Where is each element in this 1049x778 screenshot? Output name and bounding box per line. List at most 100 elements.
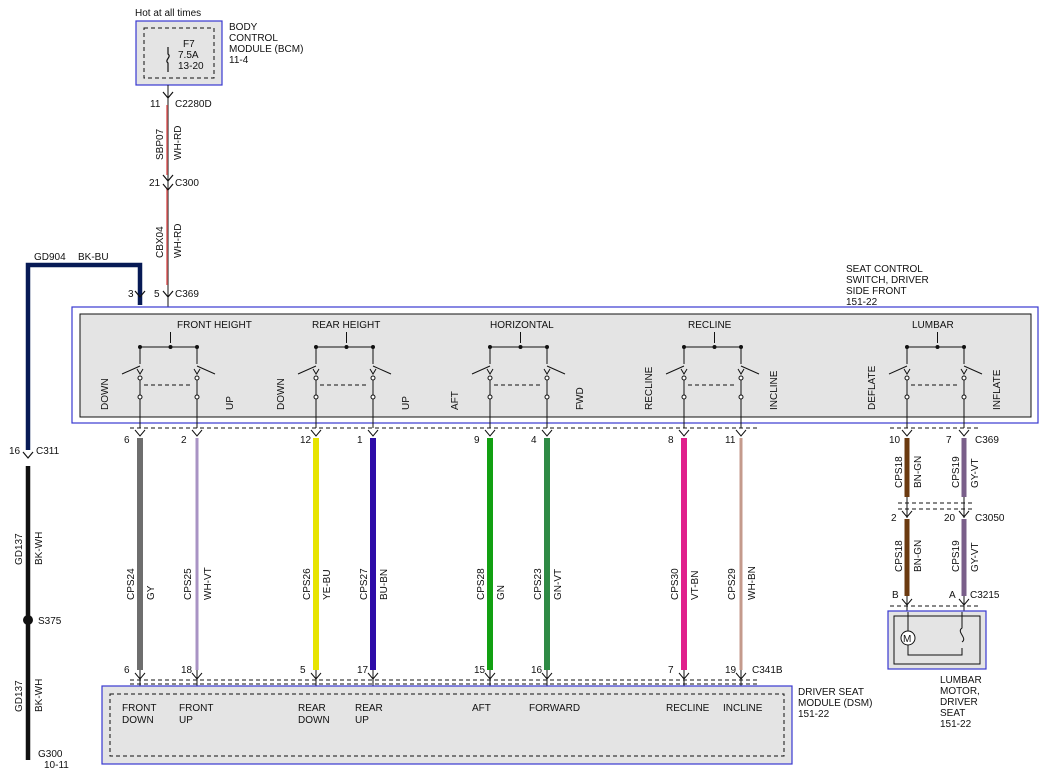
pin-bottom: 7 — [668, 665, 674, 676]
dsm-pin-label: REAR — [355, 703, 383, 714]
pin-bottom: 6 — [124, 665, 130, 676]
dsm-pin-label: RECLINE — [666, 703, 710, 714]
lumbar-pin-mid: 20 — [944, 513, 956, 524]
pin-top: 9 — [474, 435, 480, 446]
pin-bottom: 17 — [357, 665, 369, 676]
dsm-pin-label: REAR — [298, 703, 326, 714]
motor-line-5: 151-22 — [940, 719, 972, 730]
lumbar-color-upper: GY-VT — [970, 458, 981, 488]
motor-line-4: SEAT — [940, 708, 965, 719]
hot-at-all-times-label: Hot at all times — [135, 8, 201, 19]
wire-cbx04-circuit: CBX04 — [155, 226, 166, 258]
wire-color-label: WH-VT — [203, 567, 214, 600]
pin-top: 4 — [531, 435, 537, 446]
switch-contact-arm — [546, 365, 566, 375]
pin-bottom: 5 — [300, 665, 306, 676]
pin-bottom: 19 — [725, 665, 737, 676]
conn-c311: C311 — [36, 446, 60, 457]
ground-color-top: BK-BU — [78, 252, 109, 263]
wire-sbp07-color: WH-RD — [173, 126, 184, 160]
switch-contact-arm — [372, 365, 392, 375]
ground-circuit-bot: GD137 — [14, 680, 25, 712]
switch-line-3: SIDE FRONT — [846, 286, 907, 297]
lumbar-pin-bottom: B — [892, 590, 899, 601]
wire-circuit-label: CPS28 — [476, 568, 487, 600]
wire-color-label: BU-BN — [379, 569, 390, 600]
lumbar-pin-bottom: A — [949, 590, 956, 601]
lumbar-circuit-lower: CPS19 — [951, 540, 962, 572]
pin-top: 6 — [124, 435, 130, 446]
seat-control-switch — [71, 306, 1039, 424]
bcm-module: F7 7.5A 13-20 — [135, 20, 223, 86]
wire-circuit-label: CPS24 — [126, 568, 137, 600]
switch-line-1: SEAT CONTROL — [846, 264, 923, 275]
motor-line-2: MOTOR, — [940, 686, 980, 697]
wire-cbx04-color: WH-RD — [173, 224, 184, 258]
pin-top: 8 — [668, 435, 674, 446]
switch-line-2: SWITCH, DRIVER — [846, 275, 929, 286]
ground-g300-ref: 10-11 — [44, 760, 69, 771]
conn-c3215: C3215 — [970, 590, 1000, 601]
pin-top: 1 — [357, 435, 363, 446]
conn-c300: C300 — [175, 178, 199, 189]
wire-circuit-label: CPS23 — [533, 568, 544, 600]
switch-line-4: 151-22 — [846, 297, 878, 308]
switch-direction-label: AFT — [450, 391, 461, 410]
ground-circuit-top: GD904 — [34, 252, 66, 263]
motor-symbol: M — [903, 634, 911, 645]
dsm-line-3: 151-22 — [798, 709, 830, 720]
switch-direction-label: UP — [401, 396, 412, 410]
bcm-line-3: MODULE (BCM) — [229, 44, 303, 55]
switch-contact-arm — [196, 365, 216, 375]
lumbar-circuit-upper: CPS18 — [894, 456, 905, 488]
dsm-line-2: MODULE (DSM) — [798, 698, 872, 709]
pin-c300: 21 — [149, 178, 161, 189]
switch-contact-arm — [888, 365, 908, 375]
switch-direction-label: UP — [225, 396, 236, 410]
switch-contact-arm — [297, 365, 317, 375]
pin-bottom: 16 — [531, 665, 543, 676]
switch-group-label: RECLINE — [688, 320, 732, 331]
wire-sbp07-circuit: SBP07 — [155, 128, 166, 160]
wire-circuit-label: CPS25 — [183, 568, 194, 600]
lumbar-pin-top: 7 — [946, 435, 952, 446]
wire-color-label: GN — [496, 585, 507, 600]
switch-group-label: HORIZONTAL — [490, 320, 554, 331]
dsm-line-1: DRIVER SEAT — [798, 687, 864, 698]
motor-line-3: DRIVER — [940, 697, 978, 708]
fuse-name: F7 — [183, 39, 195, 50]
switch-contact-arm — [471, 365, 491, 375]
lumbar-pin-mid: 2 — [891, 513, 897, 524]
switch-direction-label: DEFLATE — [867, 365, 878, 410]
switch-group-label: REAR HEIGHT — [312, 320, 380, 331]
ground-color-mid: BK-WH — [34, 532, 45, 565]
switch-direction-label: INFLATE — [992, 369, 1003, 410]
pin-top: 12 — [300, 435, 312, 446]
ground-wire-gd904 — [25, 262, 143, 450]
wire-circuit-label: CPS30 — [670, 568, 681, 600]
switch-direction-label: INCLINE — [769, 370, 780, 410]
switch-contact-arm — [665, 365, 685, 375]
fuse-rating: 7.5A — [178, 50, 199, 61]
pin-c369-ground: 3 — [128, 289, 134, 300]
dsm-pin-label: INCLINE — [723, 703, 763, 714]
wire-color-label: GN-VT — [553, 569, 564, 600]
switch-group-label: LUMBAR — [912, 320, 954, 331]
switch-contact-arm — [963, 365, 983, 375]
pin-c2280d: 11 — [150, 99, 161, 110]
dsm-pin-label: FRONT — [122, 703, 156, 714]
ground-color-bot: BK-WH — [34, 679, 45, 712]
conn-c341b: C341B — [752, 665, 783, 676]
dsm-pin-label: AFT — [472, 703, 491, 714]
switch-group-label: FRONT HEIGHT — [177, 320, 252, 331]
conn-c3050: C3050 — [975, 513, 1005, 524]
ground-g300: G300 — [38, 749, 63, 760]
motor-line-1: LUMBAR — [940, 675, 982, 686]
dsm-pin-label: FORWARD — [529, 703, 580, 714]
conn-c2280d: C2280D — [175, 99, 212, 110]
lumbar-circuit-upper: CPS19 — [951, 456, 962, 488]
conn-c369-top: C369 — [175, 289, 199, 300]
pin-top: 2 — [181, 435, 187, 446]
switch-direction-label: DOWN — [100, 378, 111, 410]
